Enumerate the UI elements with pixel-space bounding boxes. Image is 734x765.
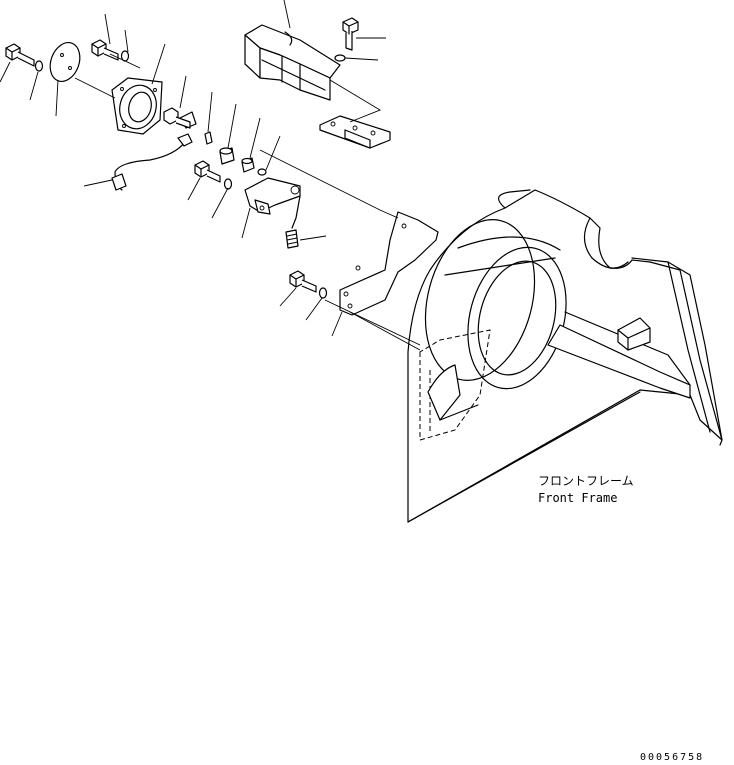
leader-lines xyxy=(0,0,421,351)
middle-washer xyxy=(223,178,233,190)
spacer-bushing xyxy=(219,147,235,165)
left-bolt xyxy=(5,43,35,67)
collar xyxy=(241,157,255,173)
fitting-bolt xyxy=(163,107,191,129)
lever-arm xyxy=(244,177,301,229)
left-washer xyxy=(34,60,44,72)
small-pin xyxy=(204,131,213,145)
frame-label-jp: フロントフレーム xyxy=(538,474,634,488)
lower-washer xyxy=(318,287,328,299)
frame-label-en: Front Frame xyxy=(538,491,617,505)
bracket-plate xyxy=(339,211,439,316)
upper-bolt xyxy=(91,39,119,61)
mount-plate xyxy=(319,115,391,149)
lower-bolt xyxy=(289,270,317,293)
cover-plate xyxy=(49,42,81,82)
collar-washer xyxy=(257,168,267,176)
sensor-housing xyxy=(111,77,163,135)
top-bolt xyxy=(342,17,359,51)
top-washer xyxy=(334,54,346,62)
middle-bolt xyxy=(194,160,221,183)
rubber-stop xyxy=(285,229,299,249)
top-bracket xyxy=(244,24,341,101)
drawing-number: 00056758 xyxy=(640,752,704,763)
front-frame xyxy=(407,189,723,523)
